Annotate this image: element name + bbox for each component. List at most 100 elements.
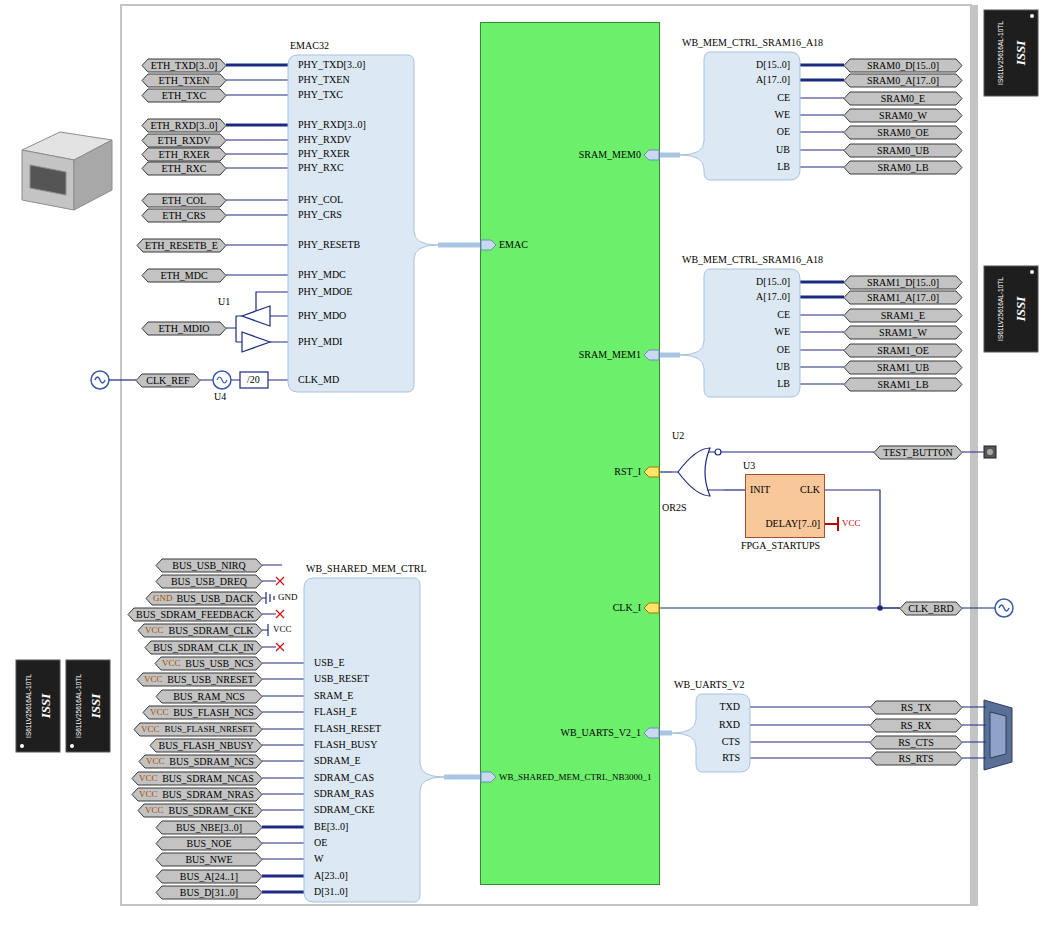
gate-pins xyxy=(672,452,724,490)
signal-wire xyxy=(262,858,304,859)
sheet-border xyxy=(121,5,971,905)
net-name: ETH_RXER xyxy=(158,148,209,161)
button-body xyxy=(984,446,996,458)
pin-name: SDRAM_RAS xyxy=(314,788,374,800)
sheet-port: CLK_REF xyxy=(136,374,200,387)
port-shape xyxy=(156,821,262,834)
net-name: ETH_RESETB_E xyxy=(145,239,218,252)
port-marker xyxy=(644,150,659,160)
port-shape xyxy=(844,144,962,157)
sheet-port: SRAM0_D[15..0] xyxy=(844,59,962,72)
sheet-port: BUS_FLASH_NBUSY xyxy=(150,739,262,752)
bus-link xyxy=(660,153,680,158)
bus-bracket xyxy=(680,52,800,180)
net-name: ETH_TXD[3..0] xyxy=(151,59,218,72)
port-shape xyxy=(142,74,226,87)
power-net-label: VCC xyxy=(141,724,160,735)
pin-name: LB xyxy=(777,378,790,390)
bus-link xyxy=(438,243,480,248)
bus-link xyxy=(660,731,672,736)
push-button-icon xyxy=(984,446,996,458)
net-name: BUS_FLASH_NCS xyxy=(173,706,254,719)
net-name: SRAM0_LB xyxy=(877,161,928,174)
net-name: BUS_FLASH_NBUSY xyxy=(158,739,253,752)
pin-name: PHY_MDO xyxy=(298,310,346,322)
net-name: RS_RTS xyxy=(899,752,934,765)
port-shape xyxy=(134,723,262,736)
interconnect-block: EMACSRAM_MEM0SRAM_MEM1RST_ICLK_IWB_UARTS… xyxy=(480,22,660,885)
net-name: SRAM1_LB xyxy=(877,378,928,391)
net-name: ETH_COL xyxy=(162,194,206,207)
signal-wire xyxy=(262,744,304,745)
pin-name: PHY_RXER xyxy=(298,148,350,160)
pin-name: PHY_RXD[3..0] xyxy=(298,119,366,131)
sheet-port: BUS_USB_NIRQ xyxy=(156,559,262,572)
pin-name: D[31..0] xyxy=(314,886,348,898)
chip-marking: ISSI xyxy=(38,694,53,719)
sheet-port: SRAM1_LB xyxy=(844,378,962,391)
signal-wire xyxy=(800,114,844,115)
signal-wire xyxy=(750,724,870,725)
pin-name: WE xyxy=(774,109,790,121)
clock-wave xyxy=(217,377,227,383)
component-symbol: WB_MEM_CTRL_SRAM16_A18D[15..0]A[17..0]CE… xyxy=(680,52,800,180)
port-shape xyxy=(142,134,226,147)
port-shape xyxy=(137,239,226,252)
net-name: ETH_MDC xyxy=(160,269,207,282)
pin-name: UB xyxy=(776,361,790,373)
tristate-buffer-symbol xyxy=(226,292,288,352)
chip-part-number: IS61LV25616AL-10TL xyxy=(25,674,32,738)
bus-wire xyxy=(226,124,288,127)
net-name: RS_TX xyxy=(901,701,932,714)
sheet-edge-bar xyxy=(970,5,978,906)
sheet-port: RS_RTS xyxy=(870,752,962,765)
port-shape xyxy=(156,853,262,866)
port-shape xyxy=(156,575,262,588)
signal-wire xyxy=(226,153,288,154)
pin-name: PHY_COL xyxy=(298,194,343,206)
chip-marking: ISSI xyxy=(88,694,103,719)
net-name: BUS_NBE[3..0] xyxy=(176,821,242,834)
chip-body xyxy=(984,266,1038,352)
chip-marking: ISSI xyxy=(1013,297,1028,322)
pin-name: INIT xyxy=(750,484,770,496)
buffer-triangle xyxy=(242,332,270,352)
sheet-port: SRAM1_A[17..0] xyxy=(844,291,962,304)
pin-name: UB xyxy=(776,144,790,156)
db9-face xyxy=(990,712,1006,758)
pin-name: PHY_RXDV xyxy=(298,134,351,146)
chip-marking: ISSI xyxy=(1013,41,1028,66)
component-name: FPGA_STARTUPS xyxy=(741,540,820,552)
net-name: SRAM0_E xyxy=(881,92,925,105)
port-shape xyxy=(844,361,962,374)
port-marker xyxy=(644,603,659,613)
pin-name: CTS xyxy=(722,736,740,748)
power-net-label: VCC xyxy=(144,674,163,685)
port-shape xyxy=(156,886,262,899)
pin-name: D[15..0] xyxy=(756,59,790,71)
port-shape xyxy=(844,59,962,72)
net-name: BUS_USB_NIRQ xyxy=(172,559,245,572)
clock-circle xyxy=(213,371,231,389)
port-shape xyxy=(844,326,962,339)
net-name: SRAM0_D[15..0] xyxy=(867,59,939,72)
signal-wire xyxy=(262,793,304,794)
bus-wire xyxy=(800,296,844,299)
port-shape xyxy=(844,126,962,139)
component-name: WB_MEM_CTRL_SRAM16_A18 xyxy=(682,254,823,266)
net-name: SRAM0_A[17..0] xyxy=(867,74,939,87)
chip-pin1-mark xyxy=(20,744,24,748)
signal-wire xyxy=(724,451,874,452)
divider-box xyxy=(240,372,268,388)
sheet-port: BUS_A[24..1] xyxy=(156,870,262,883)
pin-name: A[17..0] xyxy=(756,291,790,303)
port-shape xyxy=(155,657,262,670)
port-shape xyxy=(138,624,262,637)
net-name: SRAM1_E xyxy=(881,309,925,322)
pin-name: CLK_MD xyxy=(298,374,339,386)
net-name: ETH_RXD[3..0] xyxy=(150,119,217,132)
pin-name: FLASH_BUSY xyxy=(314,739,377,751)
net-name: BUS_SDRAM_FEEDBACK xyxy=(136,608,254,621)
signal-wire xyxy=(262,678,304,679)
pin-name: PHY_MDOE xyxy=(298,286,352,298)
